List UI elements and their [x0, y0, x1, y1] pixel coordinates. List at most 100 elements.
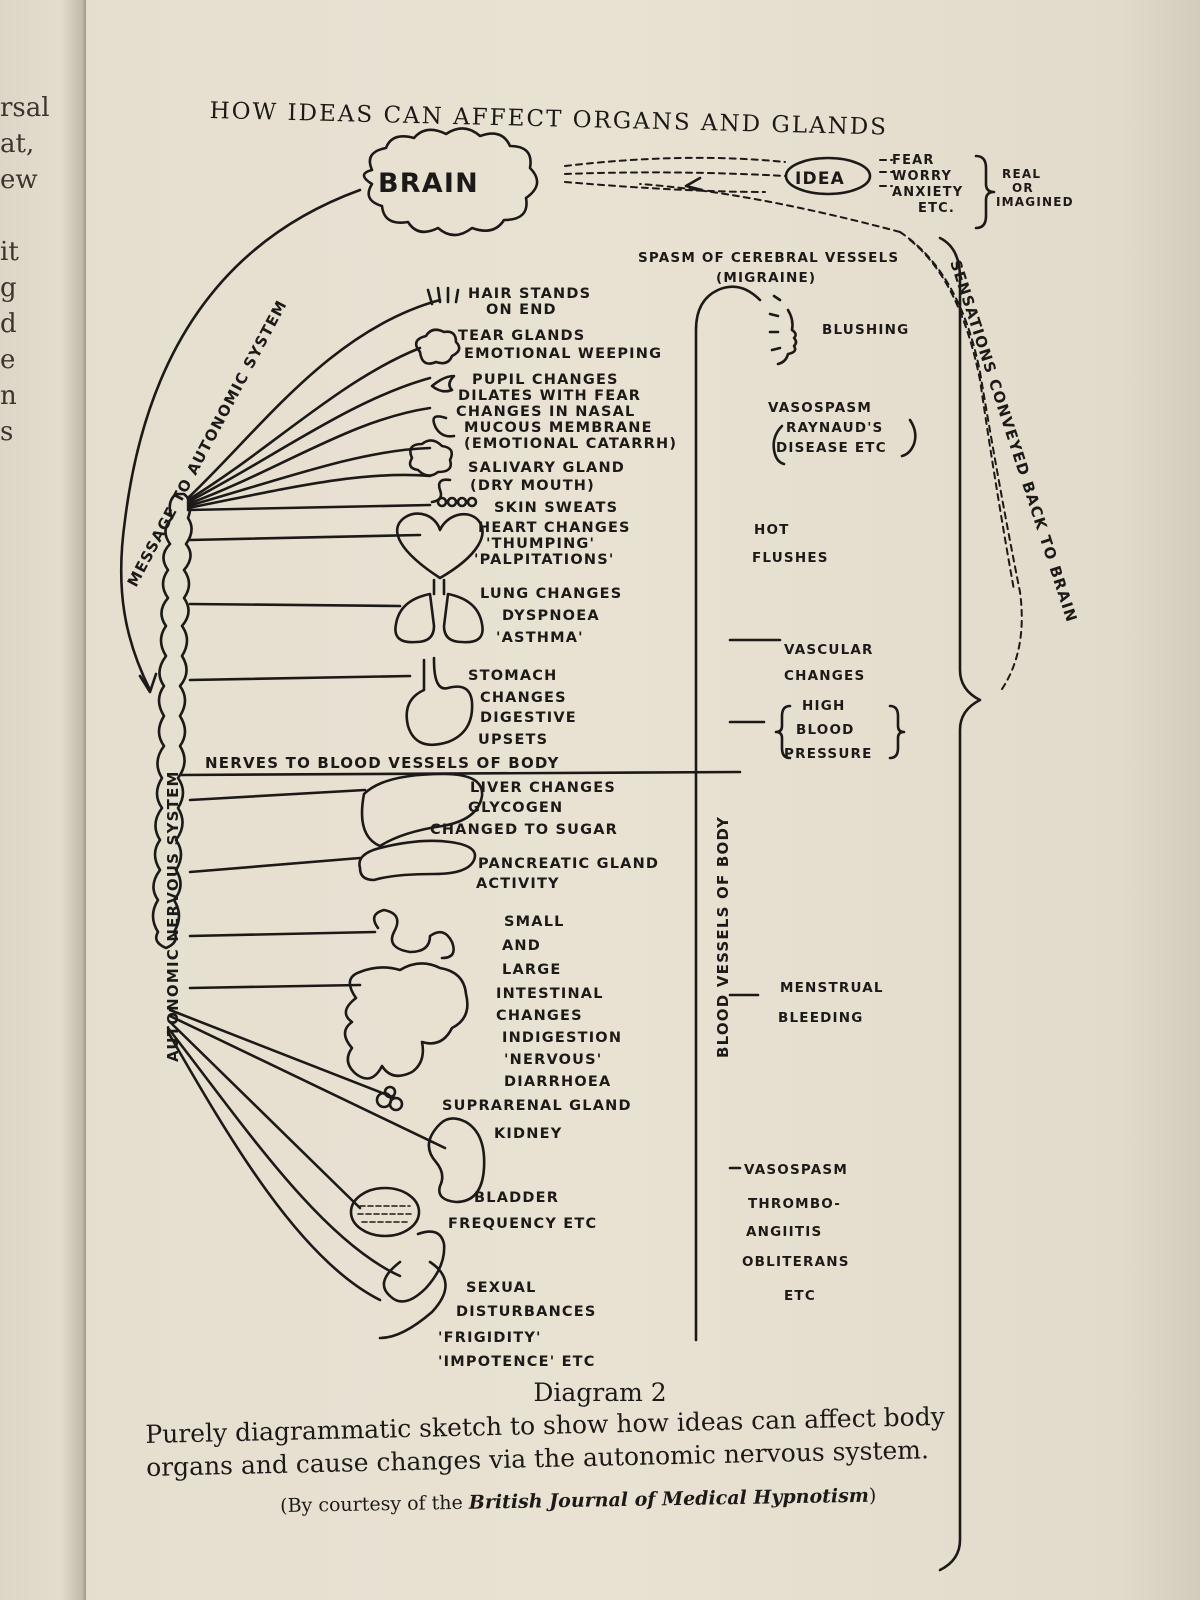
thrombo-line-3: ANGIITIS: [746, 1224, 822, 1240]
heart-shape: [395, 512, 484, 580]
cause-fear: FEAR: [892, 153, 935, 168]
intestine-line-1: SMALL: [504, 914, 565, 930]
lungs: [394, 578, 484, 644]
large-intestine: [343, 962, 469, 1080]
spinal-cord: [151, 492, 193, 950]
intestine-line-3: LARGE: [502, 962, 561, 978]
message-path-label: MESSAGE TO AUTONOMIC SYSTEM: [124, 297, 291, 590]
thrombo-line-4: OBLITERANS: [742, 1254, 850, 1270]
cause-worry: WORRY: [892, 169, 952, 184]
bladder-line-1: BLADDER: [474, 1190, 559, 1206]
hair-line-1: HAIR STANDS: [468, 286, 591, 302]
vessels-line: [694, 285, 762, 1342]
pancreas-shape: [358, 839, 477, 882]
vessels-label: BLOOD VESSELS OF BODY: [714, 816, 732, 1058]
sexual-line-4: 'IMPOTENCE' ETC: [438, 1354, 596, 1370]
intestine-line-2: AND: [502, 938, 541, 954]
heart-line-3: 'PALPITATIONS': [474, 552, 615, 568]
tear-gland: [414, 328, 461, 365]
lung-line-2: DYSPNOEA: [502, 608, 600, 624]
cerebral-line-1: SPASM OF CEREBRAL VESSELS: [638, 250, 899, 266]
lung-line-1: LUNG CHANGES: [480, 586, 622, 602]
flushes-line-2: FLUSHES: [752, 550, 829, 566]
liver-line-1: LIVER CHANGES: [470, 780, 616, 796]
bladder-line-2: FREQUENCY ETC: [448, 1216, 597, 1232]
idea-label: IDEA: [795, 169, 845, 189]
credit-suffix: ): [868, 1484, 877, 1507]
sexual-line-3: 'FRIGIDITY': [438, 1330, 542, 1346]
menstrual-line-2: BLEEDING: [778, 1010, 864, 1026]
cause-anxiety: ANXIETY: [892, 185, 963, 200]
blushing-line-1: BLUSHING: [822, 322, 909, 338]
thrombo-line-2: THROMBO-: [748, 1196, 841, 1212]
kidney-line-1: KIDNEY: [494, 1126, 562, 1142]
pressure-line-2: BLOOD: [796, 722, 855, 738]
fragment: rsal: [0, 93, 50, 123]
intestine-line-5: CHANGES: [496, 1008, 583, 1024]
credit-prefix: (By courtesy of the: [280, 1491, 463, 1517]
liver-shape: [360, 772, 484, 848]
previous-page-edge: rsal at, ew it g d e n s: [0, 0, 86, 1600]
idea-causes: FEAR WORRY ANXIETY ETC.: [892, 153, 963, 216]
raynaud-line-2: RAYNAUD'S: [786, 420, 883, 436]
fragment: ew: [0, 165, 38, 195]
sexual-line-2: DISTURBANCES: [456, 1304, 597, 1320]
fragment: n: [0, 381, 17, 411]
intestine-line-8: DIARRHOEA: [504, 1074, 611, 1090]
cause-etc: ETC.: [918, 201, 955, 216]
heart-line-1: HEART CHANGES: [478, 520, 631, 536]
previous-page-text: rsal at, ew it g d e n s: [0, 90, 50, 450]
brain-label: BRAIN: [378, 168, 479, 199]
fragment: d: [0, 309, 17, 339]
stomach-line-2: CHANGES: [480, 690, 567, 706]
cause-brace: [974, 154, 996, 230]
thrombo-line-5: ETC: [784, 1288, 816, 1304]
stomach-line-4: UPSETS: [478, 732, 548, 748]
vessel-labels: SPASM OF CEREBRAL VESSELS (MIGRAINE) BLU…: [638, 250, 909, 1304]
salivary-line-1: SALIVARY GLAND: [468, 460, 625, 476]
salivary-line-2: (DRY MOUTH): [470, 478, 595, 494]
message-arc: [119, 188, 362, 692]
right-brace: [938, 236, 982, 1572]
fragment: g: [0, 273, 17, 303]
nerves-label: NERVES TO BLOOD VESSELS OF BODY: [205, 754, 560, 772]
caption-title: Diagram 2: [533, 1378, 667, 1407]
real-or-imagined: REAL OR IMAGINED: [996, 167, 1074, 209]
vascular-line-1: VASCULAR: [784, 642, 874, 658]
pancreas-line-1: PANCREATIC GLAND: [478, 856, 659, 872]
nose: [432, 415, 456, 438]
bladder-shape: [349, 1186, 421, 1238]
intestine-line-7: 'NERVOUS': [504, 1052, 602, 1068]
salivary-gland: [408, 439, 454, 477]
real-label: REAL: [1002, 167, 1041, 181]
imagined-label: IMAGINED: [996, 195, 1074, 209]
pressure-line-3: PRESSURE: [784, 746, 873, 762]
sexual-line-1: SEXUAL: [466, 1280, 537, 1296]
stomach-shape: [405, 656, 474, 747]
vascular-line-2: CHANGES: [784, 668, 865, 684]
pupil-line-2: DILATES WITH FEAR: [458, 388, 641, 404]
intestine-line-4: INTESTINAL: [496, 986, 604, 1002]
tear-line-2: EMOTIONAL WEEPING: [464, 346, 662, 362]
pancreas-line-2: ACTIVITY: [476, 876, 560, 892]
nasal-line-1: CHANGES IN NASAL: [456, 404, 635, 420]
skin-line-1: SKIN SWEATS: [494, 500, 618, 516]
stomach-line-3: DIGESTIVE: [480, 710, 577, 726]
return-path-label: SENSATIONS CONVEYED BACK TO BRAIN: [946, 258, 1081, 625]
spinal-label: AUTONOMIC NERVOUS SYSTEM: [164, 770, 182, 1062]
hair-marks: [426, 286, 460, 306]
fragment: it: [0, 237, 19, 267]
fragment: at,: [0, 129, 35, 159]
small-intestine: [372, 908, 455, 960]
raynaud-line-1: VASOSPASM: [768, 400, 872, 416]
face-profile: [776, 308, 798, 366]
lung-line-3: 'ASTHMA': [496, 630, 584, 646]
nasal-line-2: MUCOUS MEMBRANE: [464, 420, 653, 436]
intestine-line-6: INDIGESTION: [502, 1030, 622, 1046]
sexual-organ: [382, 1230, 446, 1303]
fragment: e: [0, 345, 16, 375]
hair-line-2: ON END: [486, 302, 557, 318]
cerebral-line-2: (MIGRAINE): [716, 270, 816, 286]
or-label: OR: [1012, 181, 1034, 195]
